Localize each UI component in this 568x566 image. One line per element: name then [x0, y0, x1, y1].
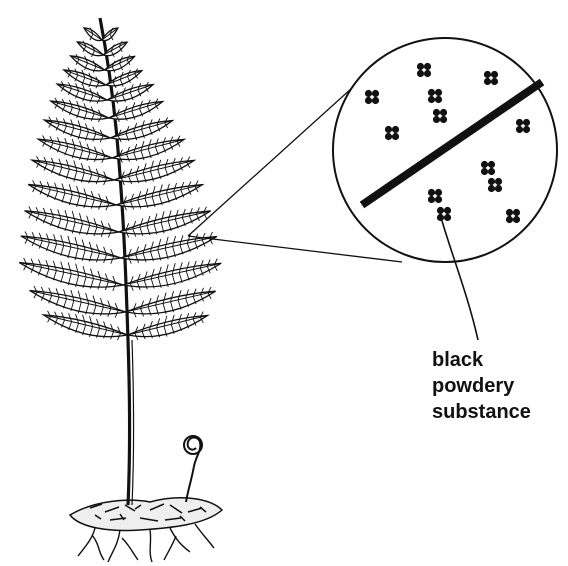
pinna [119, 207, 211, 238]
pinna [128, 312, 208, 340]
pinna [44, 311, 128, 340]
pinna [32, 156, 114, 185]
pinna [44, 117, 110, 143]
pinna [123, 259, 221, 291]
pinna [19, 258, 123, 291]
pinna [121, 232, 217, 263]
soil-patch [70, 498, 222, 531]
pinna [126, 287, 216, 317]
callout-label-line-2: powdery [432, 373, 562, 399]
pinna [30, 286, 126, 317]
callout-label-line-1: black [432, 347, 562, 373]
pinna [116, 181, 202, 211]
pinna [84, 28, 102, 41]
pinna [28, 180, 116, 210]
callout-label-line-3: substance [432, 399, 562, 425]
pinna [110, 117, 172, 142]
pinna [77, 41, 103, 57]
callout-label: black powdery substance [432, 347, 562, 425]
fiddlehead [184, 436, 202, 502]
pinna [114, 157, 194, 185]
pinna [25, 206, 119, 237]
pinna [21, 231, 121, 263]
